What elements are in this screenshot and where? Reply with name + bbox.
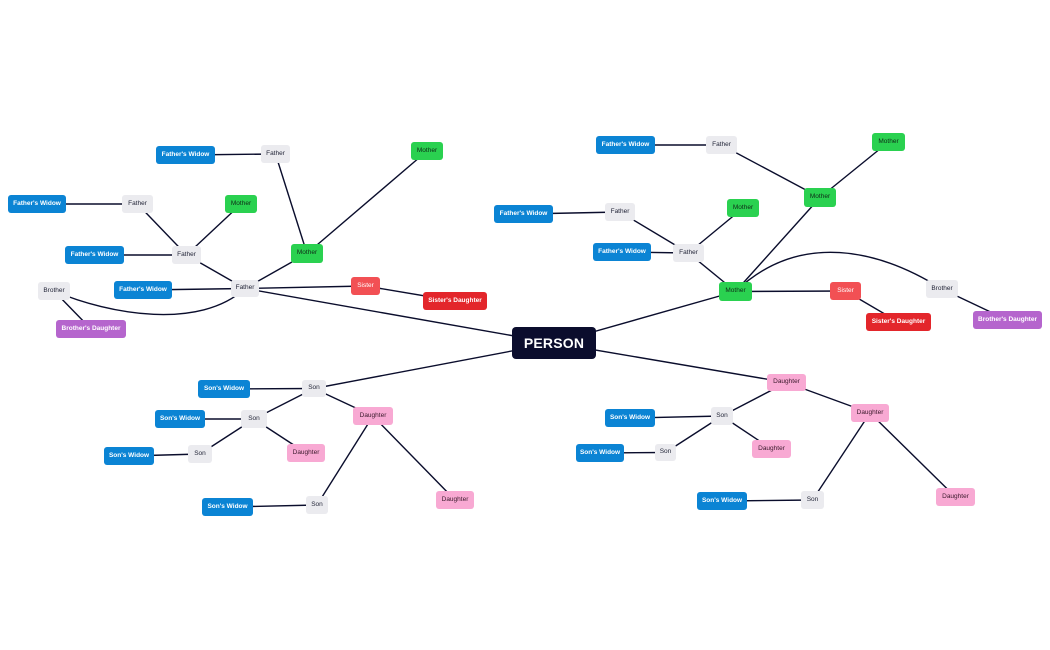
root-node-person[interactable]: PERSON — [512, 327, 596, 359]
node-son[interactable]: Son — [302, 380, 326, 397]
node-mother[interactable]: Mother — [727, 199, 759, 217]
node-daughter[interactable]: Daughter — [851, 404, 889, 422]
node-sisters-daughter[interactable]: Sister's Daughter — [866, 313, 931, 331]
node-daughter[interactable]: Daughter — [436, 491, 474, 509]
node-fathers-widow[interactable]: Father's Widow — [114, 281, 172, 299]
node-father[interactable]: Father — [261, 145, 290, 163]
node-brothers-daughter[interactable]: Brother's Daughter — [973, 311, 1042, 329]
node-son[interactable]: Son — [188, 445, 212, 463]
node-sons-widow[interactable]: Son's Widow — [697, 492, 747, 510]
node-brother[interactable]: Brother — [926, 280, 958, 298]
node-father[interactable]: Father — [172, 246, 201, 264]
node-fathers-widow[interactable]: Father's Widow — [596, 136, 655, 154]
node-daughter[interactable]: Daughter — [287, 444, 325, 462]
node-fathers-widow[interactable]: Father's Widow — [65, 246, 124, 264]
edge-pF_M-pF_M_M — [306, 150, 428, 255]
edge-pF-pF_sis — [244, 285, 366, 290]
node-daughter[interactable]: Daughter — [936, 488, 975, 506]
node-mother[interactable]: Mother — [804, 188, 836, 207]
edge-d_D-d_D_D — [869, 412, 956, 498]
edge-s_D-s_D_S — [316, 415, 374, 506]
node-daughter[interactable]: Daughter — [767, 374, 806, 391]
node-fathers-widow[interactable]: Father's Widow — [593, 243, 651, 261]
node-mother[interactable]: Mother — [719, 282, 752, 301]
node-daughter[interactable]: Daughter — [353, 407, 393, 425]
node-sons-widow[interactable]: Son's Widow — [155, 410, 205, 428]
node-son[interactable]: Son — [801, 491, 824, 509]
node-sons-widow[interactable]: Son's Widow — [198, 380, 250, 398]
node-son[interactable]: Son — [655, 444, 676, 461]
node-sons-widow[interactable]: Son's Widow — [576, 444, 624, 462]
node-sons-widow[interactable]: Son's Widow — [202, 498, 253, 516]
edge-root-pF — [244, 287, 555, 344]
edge-pF_M-pF_M_F — [274, 153, 308, 254]
node-fathers-widow[interactable]: Father's Widow — [494, 205, 553, 223]
node-daughter[interactable]: Daughter — [752, 440, 791, 458]
node-son[interactable]: Son — [241, 410, 267, 428]
edge-pM-pM_sis — [735, 290, 846, 293]
node-mother[interactable]: Mother — [291, 244, 323, 263]
node-father[interactable]: Father — [231, 280, 259, 297]
node-fathers-widow[interactable]: Father's Widow — [8, 195, 66, 213]
node-father[interactable]: Father — [122, 195, 153, 213]
node-sons-widow[interactable]: Son's Widow — [104, 447, 154, 465]
node-brothers-daughter[interactable]: Brother's Daughter — [56, 320, 126, 338]
edge-s_D-s_D_D — [372, 415, 456, 501]
edge-pM-pM_M — [734, 197, 821, 292]
edge-pM_M-pM_M_F — [721, 144, 821, 199]
node-sons-widow[interactable]: Son's Widow — [605, 409, 655, 427]
edge-pF-pF_bro — [53, 287, 246, 316]
node-mother[interactable]: Mother — [411, 142, 443, 160]
node-sisters-daughter[interactable]: Sister's Daughter — [423, 292, 487, 310]
node-son[interactable]: Son — [306, 496, 328, 514]
node-father[interactable]: Father — [706, 136, 737, 154]
node-brother[interactable]: Brother — [38, 282, 70, 300]
node-mother[interactable]: Mother — [225, 195, 257, 213]
node-father[interactable]: Father — [605, 203, 635, 221]
node-fathers-widow[interactable]: Father's Widow — [156, 146, 215, 164]
node-mother[interactable]: Mother — [872, 133, 905, 151]
node-son[interactable]: Son — [711, 407, 733, 425]
edge-pM-pM_bro — [735, 251, 943, 293]
node-sister[interactable]: Sister — [351, 277, 380, 295]
edge-d_D-d_D_S — [811, 412, 871, 501]
node-sister[interactable]: Sister — [830, 282, 861, 300]
node-father[interactable]: Father — [673, 244, 704, 262]
